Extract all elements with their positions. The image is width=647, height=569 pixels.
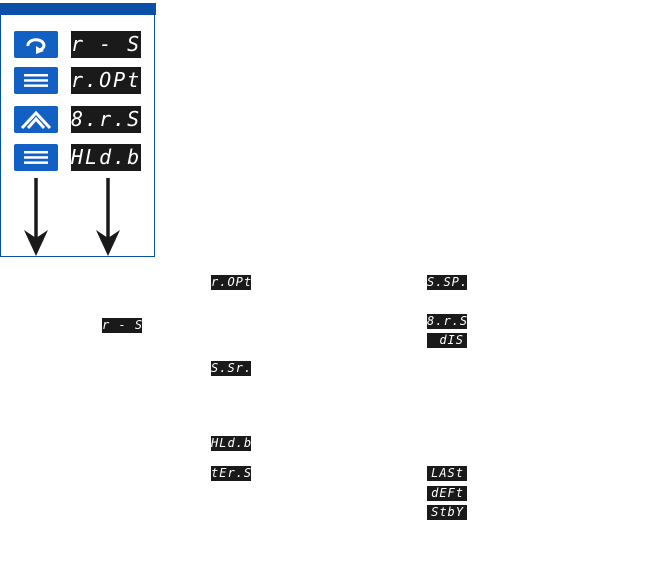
menu-chip-ssrt: S.Sr.t (211, 361, 251, 376)
keypad-panel: r - S r.OPt 8.r.S HLd.b (0, 0, 156, 257)
lcd-display-hldb: HLd.b (71, 144, 141, 171)
menu-chip-rs: r - S (102, 318, 142, 333)
lcd-display-ropt: r.OPt (71, 67, 141, 94)
menu-icon (14, 67, 58, 94)
menu-key[interactable] (14, 67, 58, 94)
menu-chip-hldb: HLd.b (211, 436, 251, 451)
up-key[interactable] (14, 106, 58, 133)
menu-chip-ropt: r.OPt (211, 275, 251, 290)
menu-chip-sspr: S.SP.r (427, 275, 467, 290)
menu-chip-ters: tEr.S (211, 466, 251, 481)
rotate-key[interactable] (14, 31, 58, 58)
menu-chip-last: LASt (427, 466, 467, 481)
lcd-display-ars: 8.r.S (71, 106, 141, 133)
panel-header-bar (0, 3, 156, 15)
menu-chip-stby: StbY (427, 505, 467, 520)
menu-key-2[interactable] (14, 144, 58, 171)
menu-icon (14, 144, 58, 171)
menu-chip-dis: dIS (427, 333, 467, 348)
rotate-icon (14, 31, 58, 58)
menu-chip-deft: dEFt (427, 486, 467, 501)
menu-chip-ars: 8.r.S (427, 314, 467, 329)
lcd-display-rs: r - S (71, 31, 141, 58)
down-arrow-icon (94, 178, 122, 258)
down-arrow-icon (22, 178, 50, 258)
up-chevron-icon (14, 106, 58, 133)
